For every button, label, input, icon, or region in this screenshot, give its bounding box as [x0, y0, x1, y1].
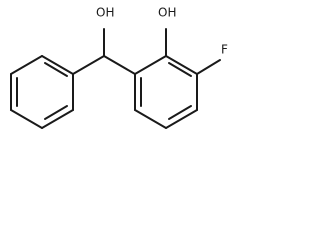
phenyl-bond-3: [41, 109, 74, 129]
phenyl-double-inner-2: [44, 105, 68, 120]
phenyl-bond-6: [10, 55, 43, 75]
fluorophenol-ring: [134, 28, 221, 129]
aryl-double-inner-1: [168, 62, 192, 77]
aryl-bond-2: [165, 55, 198, 75]
phenyl-double-inner-1: [44, 62, 68, 77]
carbinol-to-aryl-bond: [103, 55, 136, 75]
aryl-bond-4: [165, 109, 198, 129]
phenyl-bond-1: [41, 55, 74, 75]
carbinol-center: [72, 28, 136, 75]
molecule-drawing: OH OH F: [10, 6, 228, 129]
aryl-bond-1: [134, 55, 167, 75]
phenyl-bond-4: [10, 109, 43, 129]
carbinol-to-phenyl-bond: [72, 55, 105, 75]
phenyl-ring: [10, 55, 74, 129]
fluorine-bond: [196, 59, 221, 75]
carbinol-oh-label: OH: [96, 6, 114, 20]
aryl-bond-5: [134, 109, 167, 129]
structure-canvas: OH OH F: [0, 0, 254, 133]
aryl-double-inner-2: [168, 105, 192, 120]
fluorine-label: F: [221, 43, 228, 57]
phenol-oh-label: OH: [158, 6, 176, 20]
